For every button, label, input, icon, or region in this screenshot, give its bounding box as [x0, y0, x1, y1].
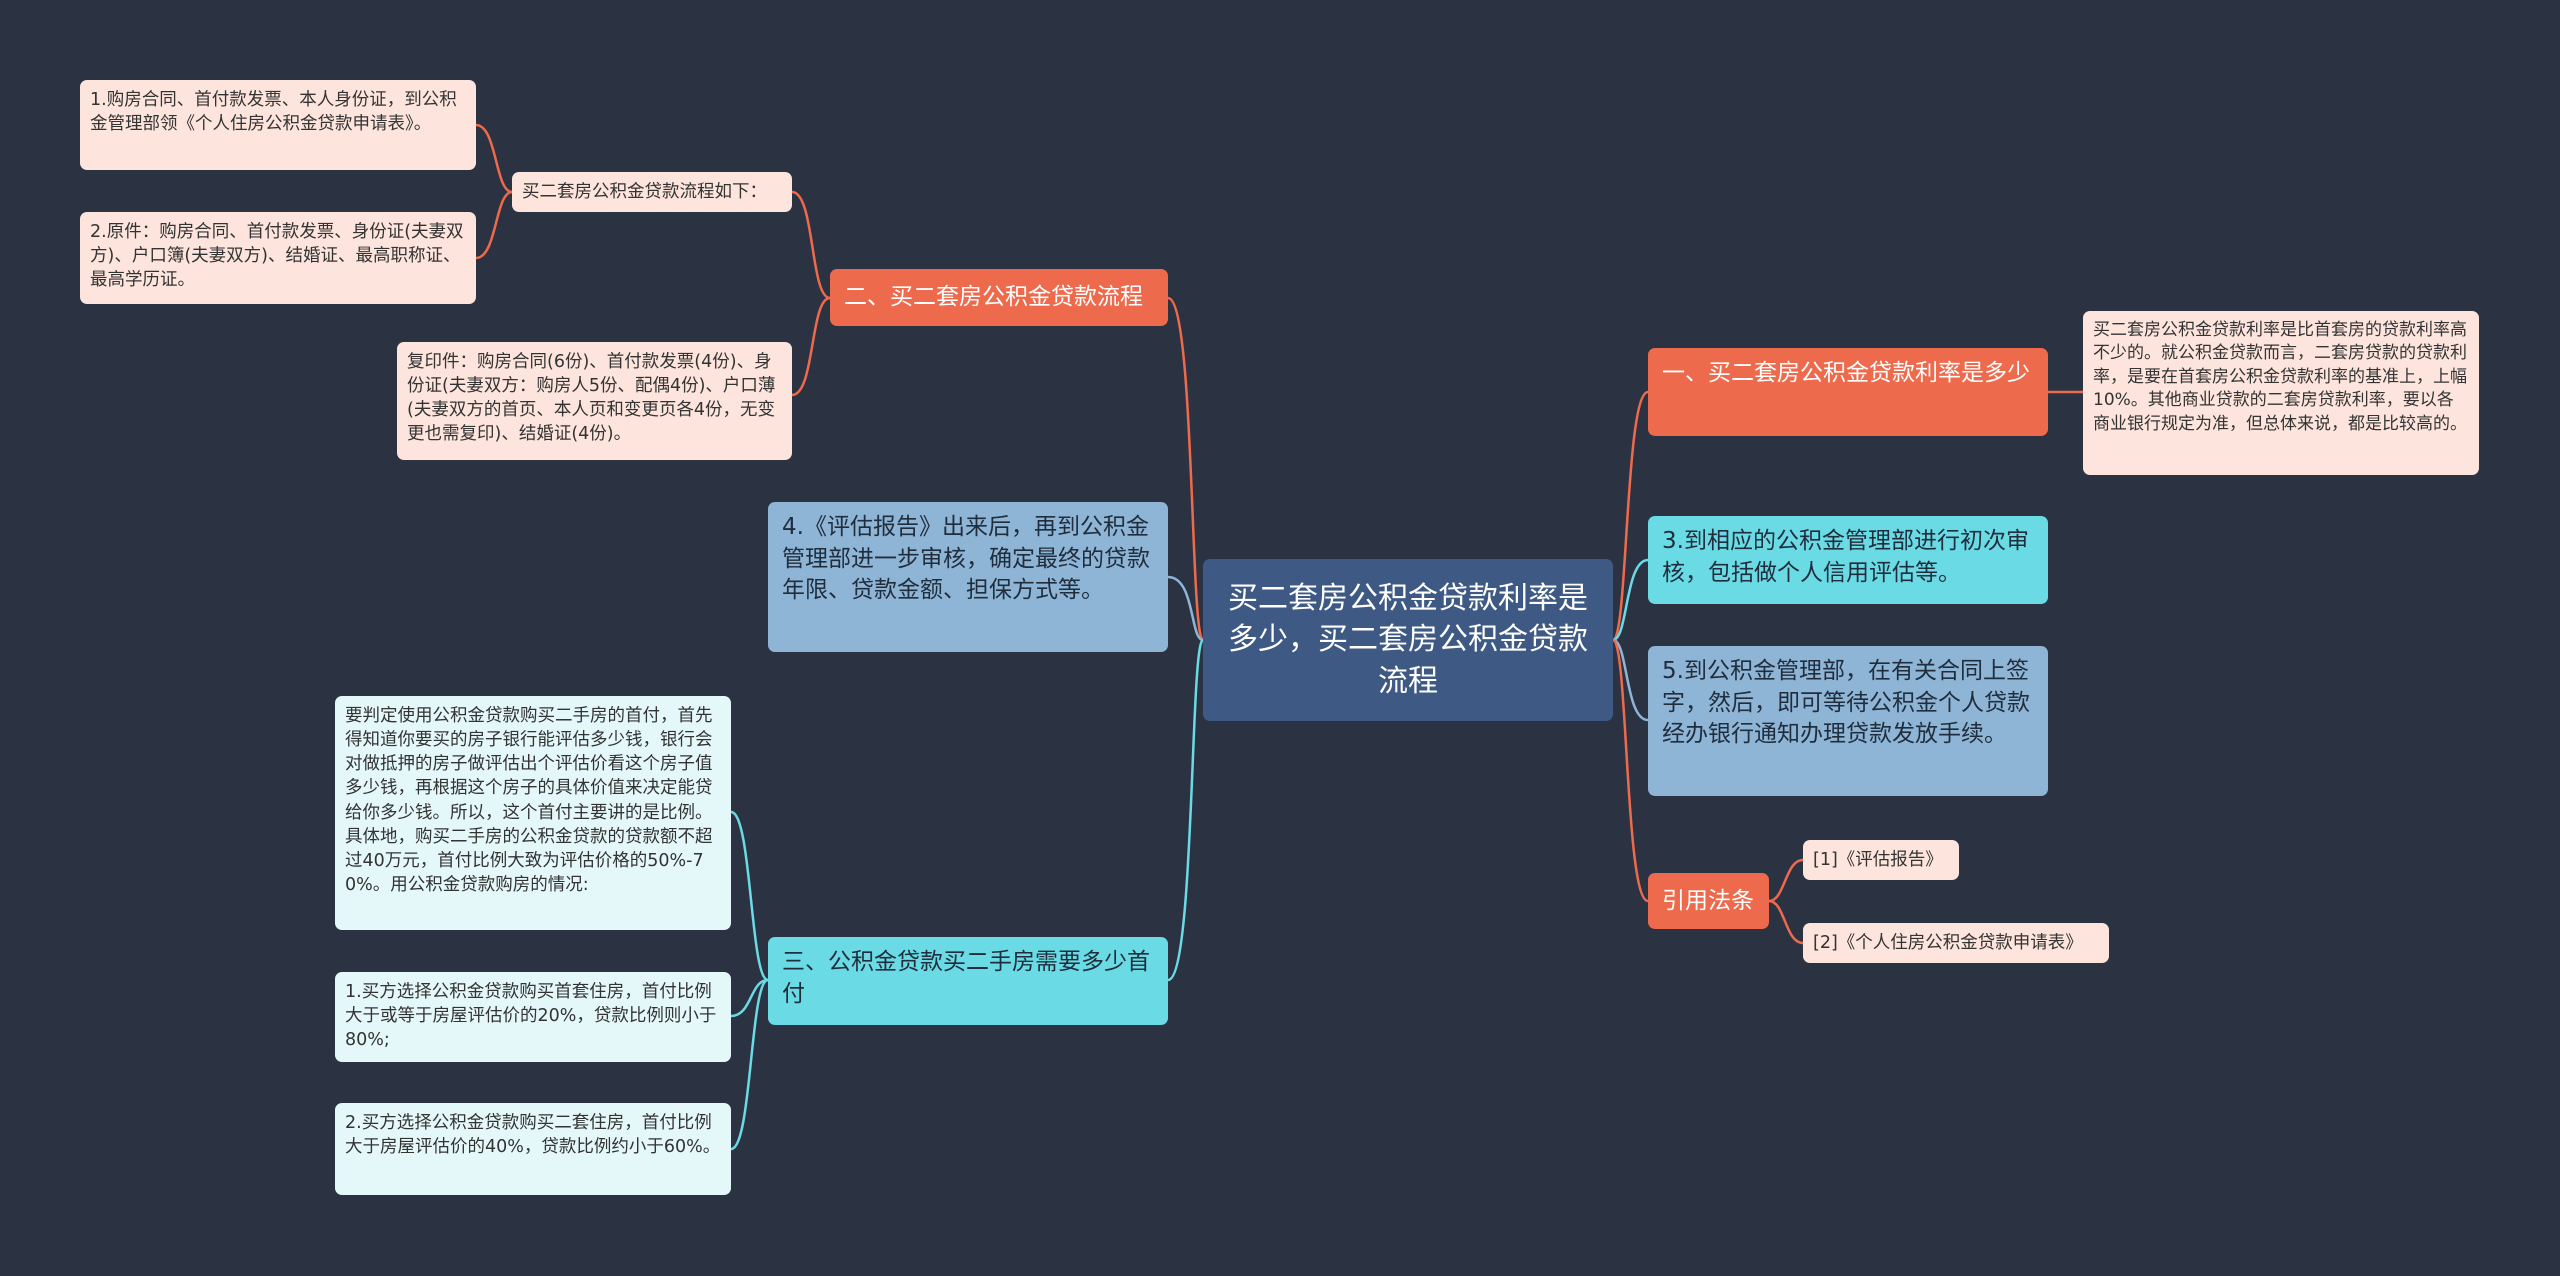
link-root-rate: [1611, 390, 1649, 642]
down-payment-second-home-text: 2.买方选择公积金贷款购买二套住房，首付比例大于房屋评估价的40%，贷款比例约小…: [345, 1113, 721, 1158]
branch-loan-process[interactable]: 二、买二套房公积金贷款流程: [830, 269, 1168, 326]
down-payment-explanation-text: 要判定使用公积金贷款购买二手房的首付，首先得知道你要买的房子银行能评估多少钱，银…: [345, 706, 713, 895]
branch-second-hand-text: 三、公积金贷款买二手房需要多少首付: [782, 949, 1150, 1007]
process-item-1[interactable]: 1.购房合同、首付款发票、本人身份证，到公积金管理部领《个人住房公积金贷款申请表…: [80, 80, 476, 170]
branch-law-references[interactable]: 引用法条: [1648, 873, 1769, 929]
step5-sign-text: 5.到公积金管理部，在有关合同上签字，然后，即可等待公积金个人贷款经办银行通知办…: [1662, 658, 2030, 748]
rate-detail-node[interactable]: 买二套房公积金贷款利率是比首套房的贷款利率高不少的。就公积金贷款而言，二套房贷款…: [2083, 311, 2479, 475]
rate-detail-text: 买二套房公积金贷款利率是比首套房的贷款利率高不少的。就公积金贷款而言，二套房贷款…: [2093, 320, 2467, 434]
link-law-item1: [1768, 858, 1804, 903]
root-topic-text: 买二套房公积金贷款利率是多少，买二套房公积金贷款流程: [1228, 580, 1588, 699]
branch-loan-rate[interactable]: 一、买二套房公积金贷款利率是多少: [1648, 348, 2048, 436]
link-second-item0: [730, 810, 769, 982]
process-item-1-text: 1.购房合同、首付款发票、本人身份证，到公积金管理部领《个人住房公积金贷款申请表…: [90, 90, 457, 135]
law-ref-2[interactable]: [2]《个人住房公积金贷款申请表》: [1803, 923, 2109, 963]
link-root-step3: [1612, 558, 1649, 642]
branch-loan-rate-text: 一、买二套房公积金贷款利率是多少: [1662, 360, 2030, 386]
law-ref-1-text: [1]《评估报告》: [1813, 850, 1943, 870]
step3-review-text: 3.到相应的公积金管理部进行初次审核，包括做个人信用评估等。: [1662, 528, 2029, 586]
link-root-second: [1167, 638, 1205, 982]
link-root-flow: [1167, 296, 1205, 642]
link-sub-item1: [475, 123, 513, 194]
link-flow-sub: [791, 190, 831, 300]
process-copy-text: 复印件：购房合同(6份)、首付款发票(4份)、身份证(夫妻双方：购房人5份、配偶…: [407, 352, 776, 445]
step4-report-text: 4.《评估报告》出来后，再到公积金管理部进一步审核，确定最终的贷款年限、贷款金额…: [782, 514, 1150, 604]
link-root-report: [1167, 575, 1204, 642]
process-copy-node[interactable]: 复印件：购房合同(6份)、首付款发票(4份)、身份证(夫妻双方：购房人5份、配偶…: [397, 342, 792, 460]
process-intro-text: 买二套房公积金贷款流程如下：: [522, 182, 767, 202]
down-payment-first-home[interactable]: 1.买方选择公积金贷款购买首套住房，首付比例大于或等于房屋评估价的20%，贷款比…: [335, 972, 731, 1062]
link-second-item2: [730, 978, 769, 1151]
link-root-step5: [1612, 638, 1649, 722]
step5-sign-node[interactable]: 5.到公积金管理部，在有关合同上签字，然后，即可等待公积金个人贷款经办银行通知办…: [1648, 646, 2048, 796]
link-flow-copy: [791, 296, 831, 397]
law-ref-1[interactable]: [1]《评估报告》: [1803, 840, 1959, 880]
down-payment-second-home[interactable]: 2.买方选择公积金贷款购买二套住房，首付比例大于房屋评估价的40%，贷款比例约小…: [335, 1103, 731, 1195]
link-law-item2: [1768, 899, 1804, 945]
link-second-item1: [730, 978, 769, 1018]
law-ref-2-text: [2]《个人住房公积金贷款申请表》: [1813, 933, 2083, 953]
branch-loan-process-text: 二、买二套房公积金贷款流程: [844, 284, 1143, 310]
link-root-law: [1611, 638, 1649, 903]
step4-report-node[interactable]: 4.《评估报告》出来后，再到公积金管理部进一步审核，确定最终的贷款年限、贷款金额…: [768, 502, 1168, 652]
down-payment-first-home-text: 1.买方选择公积金贷款购买首套住房，首付比例大于或等于房屋评估价的20%，贷款比…: [345, 982, 717, 1051]
link-sub-item2: [475, 190, 513, 260]
branch-second-hand-down-payment[interactable]: 三、公积金贷款买二手房需要多少首付: [768, 937, 1168, 1025]
process-item-2[interactable]: 2.原件：购房合同、首付款发票、身份证(夫妻双方)、户口簿(夫妻双方)、结婚证、…: [80, 212, 476, 304]
step3-review-node[interactable]: 3.到相应的公积金管理部进行初次审核，包括做个人信用评估等。: [1648, 516, 2048, 604]
branch-law-references-text: 引用法条: [1662, 888, 1754, 914]
root-topic[interactable]: 买二套房公积金贷款利率是多少，买二套房公积金贷款流程: [1203, 559, 1613, 721]
process-item-2-text: 2.原件：购房合同、首付款发票、身份证(夫妻双方)、户口簿(夫妻双方)、结婚证、…: [90, 222, 464, 291]
process-intro-node[interactable]: 买二套房公积金贷款流程如下：: [512, 172, 792, 212]
down-payment-explanation[interactable]: 要判定使用公积金贷款购买二手房的首付，首先得知道你要买的房子银行能评估多少钱，银…: [335, 696, 731, 930]
